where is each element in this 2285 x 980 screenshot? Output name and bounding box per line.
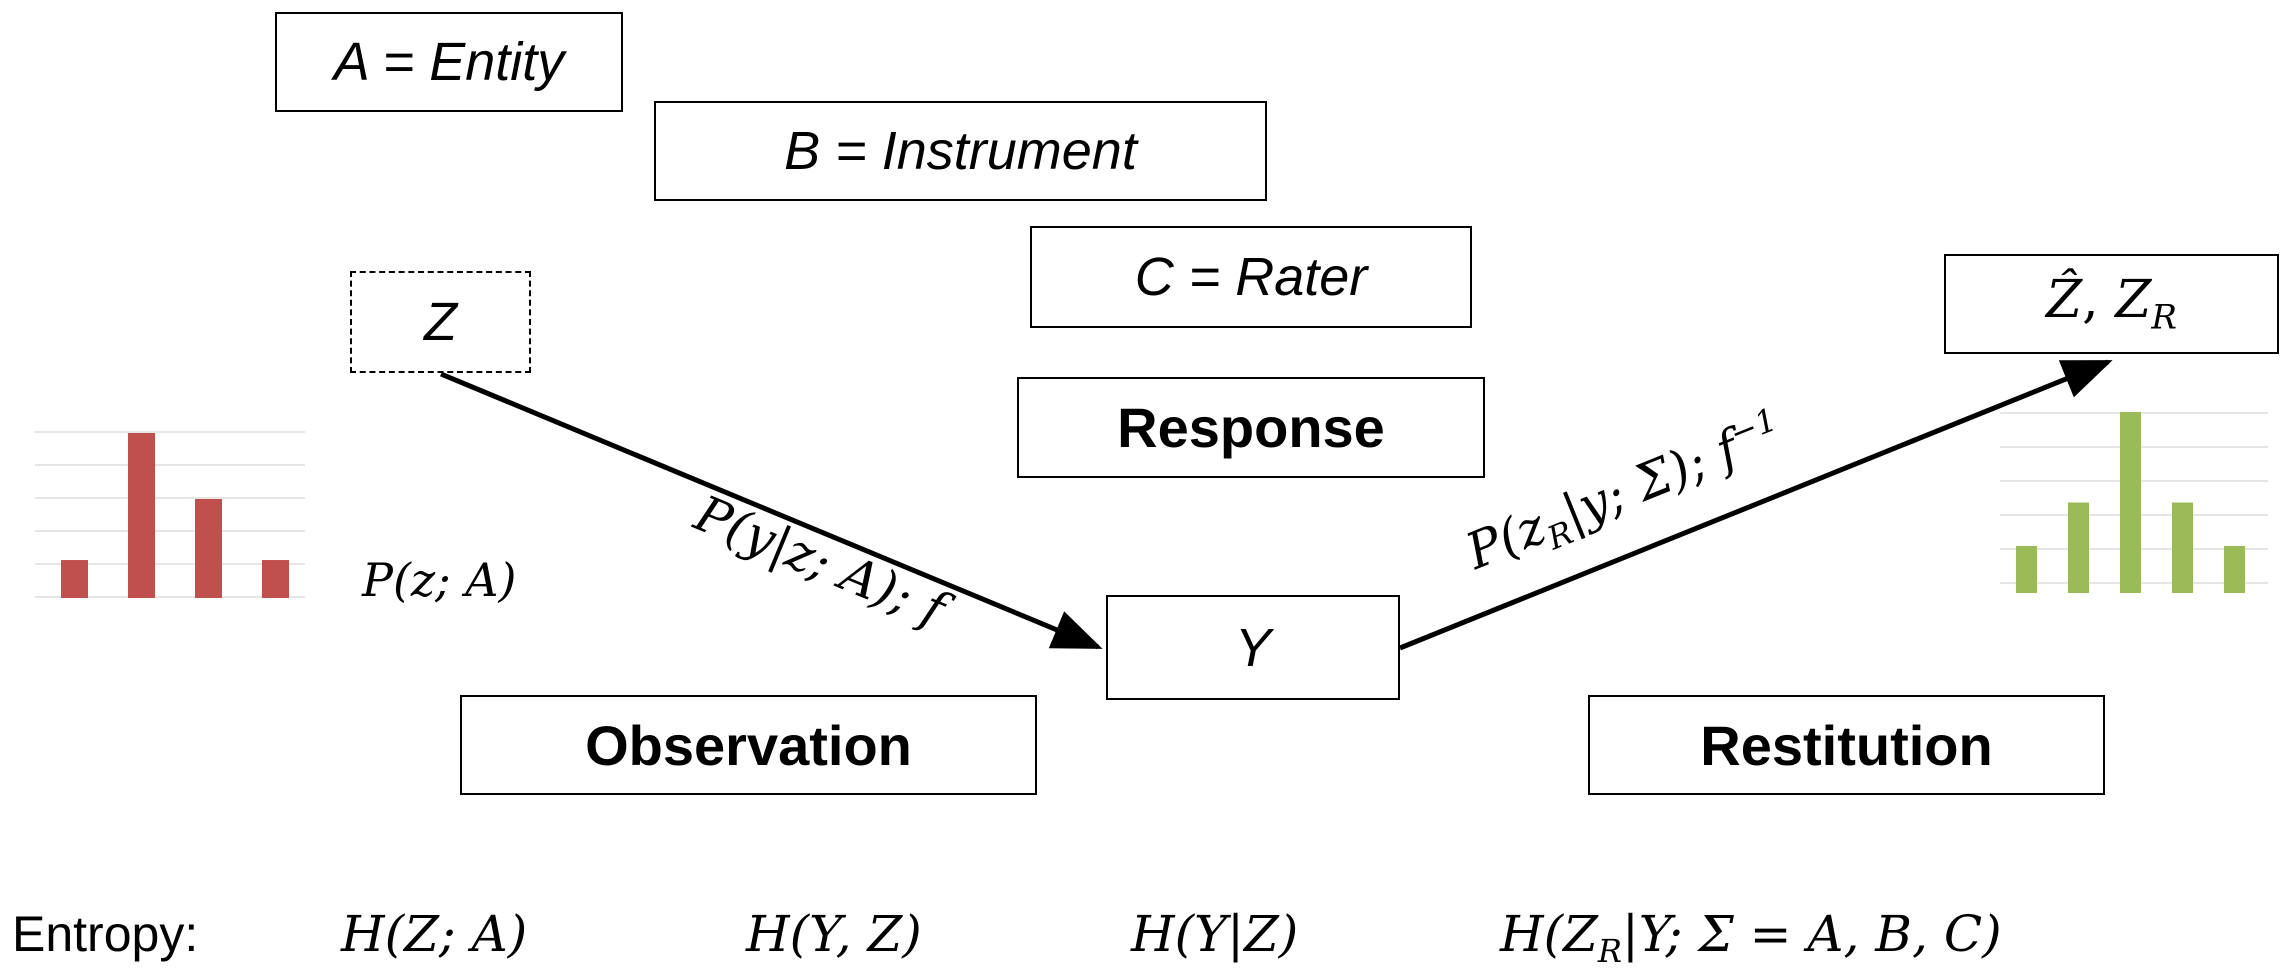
restored-variable-label: Ẑ, ZR xyxy=(2046,270,2177,338)
entropy-restitution: H(ZR|Y; Σ = A, B, C) xyxy=(1500,905,2002,970)
histogram-bar xyxy=(262,560,289,598)
response-box: Response xyxy=(1017,377,1485,478)
histogram-bar xyxy=(195,499,222,598)
histogram-bar xyxy=(2224,545,2245,593)
entity-label: A = Entity xyxy=(333,32,565,92)
restitution-label: Restitution xyxy=(1700,713,1993,777)
entropy-label: Entropy: xyxy=(12,906,199,962)
observation-arrow xyxy=(440,371,1103,650)
instrument-label: B = Instrument xyxy=(784,121,1137,181)
latent-variable-label: Z xyxy=(424,292,457,352)
z-hat-symbol: Ẑ xyxy=(2046,270,2083,331)
entropy-joint: H(Y, Z) xyxy=(746,905,922,963)
observation-label: Observation xyxy=(585,713,912,777)
latent-variable-box: Z xyxy=(350,271,531,373)
output-distribution-chart xyxy=(2000,412,2268,593)
input-distribution-chart xyxy=(35,431,305,598)
histogram-bar xyxy=(61,560,88,598)
histogram-bar xyxy=(2172,502,2193,593)
histogram-bar xyxy=(128,433,155,598)
restitution-box: Restitution xyxy=(1588,695,2105,795)
response-label: Response xyxy=(1117,396,1385,459)
observed-variable-box: Y xyxy=(1106,595,1400,700)
entity-box: A = Entity xyxy=(275,12,623,112)
restitution-arrow xyxy=(1399,359,2113,651)
instrument-box: B = Instrument xyxy=(654,101,1267,201)
histogram-bar xyxy=(2016,545,2037,593)
prior-formula-text: P(z; A) xyxy=(362,553,517,607)
rater-box: C = Rater xyxy=(1030,226,1472,328)
restored-variable-box: Ẑ, ZR xyxy=(1944,254,2279,354)
entropy-prior: H(Z; A) xyxy=(341,905,528,963)
rater-label: C = Rater xyxy=(1134,247,1368,307)
histogram-bar xyxy=(2120,412,2141,593)
entropy-conditional: H(Y|Z) xyxy=(1131,905,1299,963)
histogram-bar xyxy=(2068,502,2089,593)
prior-formula: P(z; A) xyxy=(362,553,516,607)
observed-variable-label: Y xyxy=(1234,617,1272,678)
observation-box: Observation xyxy=(460,695,1037,795)
